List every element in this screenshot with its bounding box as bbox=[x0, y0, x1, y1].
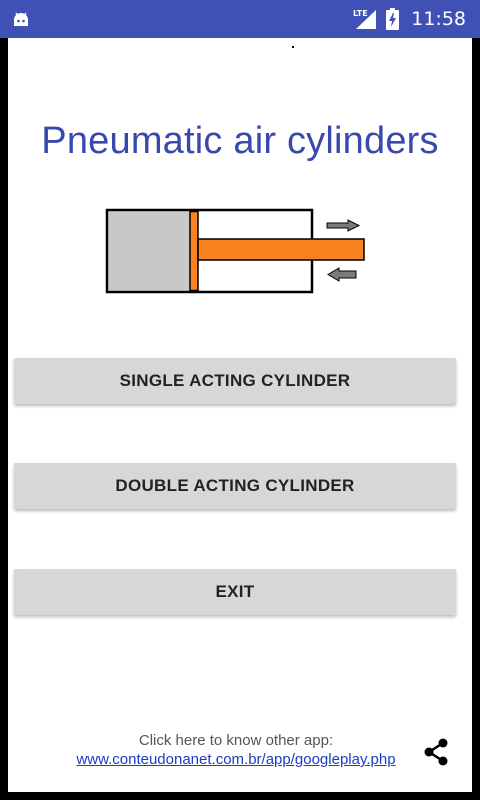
decorative-dot bbox=[292, 46, 294, 48]
share-icon[interactable] bbox=[420, 736, 452, 768]
status-bar: LTE 11:58 bbox=[0, 0, 480, 38]
clock-time: 11:58 bbox=[411, 8, 466, 30]
battery-charging-icon bbox=[386, 8, 400, 30]
exit-button[interactable]: EXIT bbox=[14, 569, 456, 615]
app-screen: Pneumatic air cylinders SINGLE ACTING CY… bbox=[8, 38, 472, 792]
other-apps-link[interactable]: www.conteudonanet.com.br/app/googleplay.… bbox=[76, 751, 396, 768]
footer-text: Click here to know other app: bbox=[138, 732, 334, 749]
footer: Click here to know other app: www.conteu… bbox=[8, 731, 464, 769]
status-icons: LTE 11:58 bbox=[352, 0, 466, 38]
pneumatic-cylinder-diagram bbox=[105, 208, 365, 294]
svg-text:LTE: LTE bbox=[353, 9, 368, 18]
double-acting-cylinder-button[interactable]: DOUBLE ACTING CYLINDER bbox=[14, 463, 456, 509]
lte-signal-icon: LTE bbox=[353, 9, 377, 29]
page-title: Pneumatic air cylinders bbox=[41, 120, 439, 162]
single-acting-cylinder-button[interactable]: SINGLE ACTING CYLINDER bbox=[14, 358, 456, 404]
android-notification-icon bbox=[14, 12, 28, 26]
